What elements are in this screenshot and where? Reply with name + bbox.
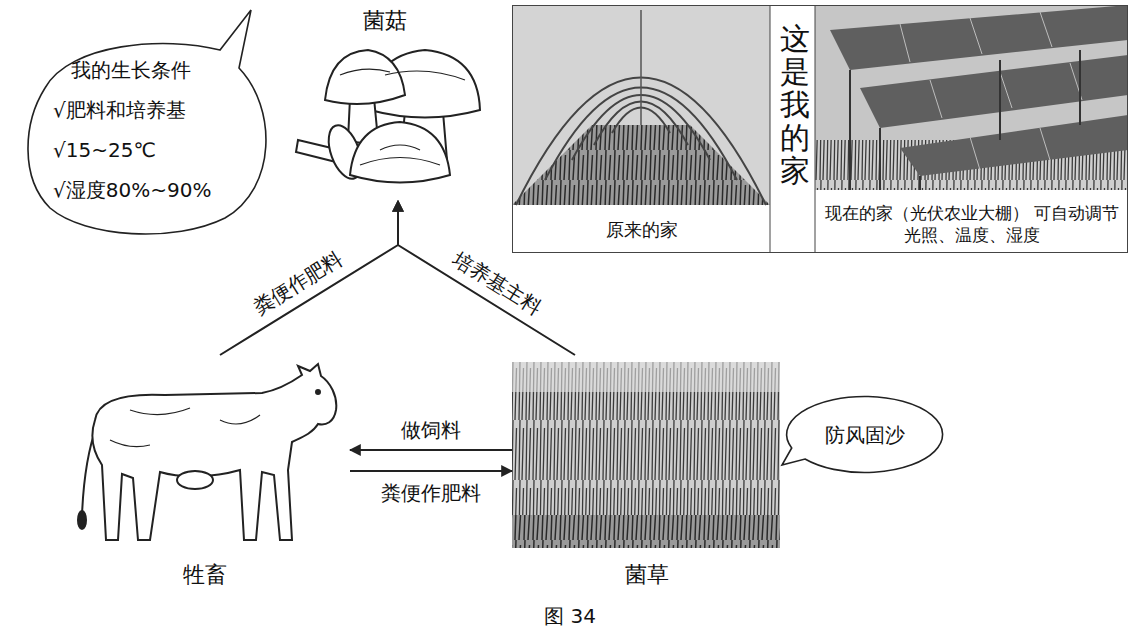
photo-new-home: 现在的家（光伏农业大棚） 可自动调节光照、温度、湿度 (816, 6, 1128, 252)
node-text: 菌草 (625, 561, 669, 589)
bubble-outline (28, 10, 266, 234)
node-text: 原来的家 (606, 218, 678, 242)
solar-greenhouse-photo (900, 12, 1082, 170)
old-greenhouse-photo (512, 5, 770, 205)
mushroom-drawing (296, 50, 480, 183)
solar-greenhouse-photo (900, 115, 1128, 176)
cow-drawing (110, 408, 260, 447)
node-text: √15~25℃ (53, 130, 156, 170)
cow-drawing (177, 471, 213, 489)
mushroom-drawing (350, 122, 450, 183)
solar-greenhouse-photo (815, 5, 1128, 190)
flow-arrow (220, 201, 398, 355)
grass-photo (512, 362, 780, 392)
bubble-outline (782, 396, 943, 472)
edge-label: 粪便作肥料 (248, 245, 349, 320)
home-panel: 这是我的家原来的家 现在的家（光伏农业大棚） 可自动调节光照、温度、湿度 (512, 5, 1128, 253)
solar-greenhouse-photo (860, 55, 1128, 128)
cow-drawing (316, 390, 320, 394)
old-greenhouse-photo (512, 125, 770, 205)
livestock-node: 牲畜 (60, 355, 350, 595)
solar-greenhouse-photo (850, 50, 1080, 190)
solar-greenhouse-photo (830, 5, 1128, 70)
cow-drawing (78, 364, 336, 540)
edge-label: 粪便作肥料 (379, 481, 483, 505)
cow-drawing (78, 511, 86, 529)
flow-arrow (350, 449, 512, 451)
photo-old-home: 原来的家 (513, 6, 771, 254)
node-text: 现在的家（光伏农业大棚） 可自动调节光照、温度、湿度 (822, 202, 1122, 246)
node-text: 防风固沙 (825, 422, 905, 448)
flow-arrow (350, 470, 512, 472)
flow-arrow (398, 201, 575, 355)
node-text: 牲畜 (183, 561, 227, 589)
solar-greenhouse-photo (815, 5, 1128, 190)
grass-photo (512, 362, 780, 548)
speech-bubble: 我的生长条件√肥料和培养基√15~25℃√湿度80%~90% (15, 28, 265, 233)
node-text: √肥料和培养基 (53, 90, 186, 130)
edge-label: 做饲料 (399, 418, 463, 442)
cow-drawing (92, 364, 336, 540)
grass-photo (512, 362, 780, 548)
figure-caption: 图 34 (542, 604, 598, 628)
old-greenhouse-photo (640, 10, 642, 125)
mushroom-drawing (325, 50, 405, 104)
mushroom-drawing (340, 69, 465, 165)
node-text: 我的生长条件 (71, 50, 191, 90)
old-greenhouse-photo (512, 5, 770, 205)
node-text: 菌菇 (363, 7, 407, 35)
mushroom-node: 菌菇 (290, 5, 480, 200)
grass-node: 菌草 (512, 355, 782, 595)
grass-photo (512, 515, 780, 548)
vertical-heading: 这是我的家 (780, 22, 810, 187)
edge-label: 培养基主料 (447, 245, 548, 320)
speech-bubble: 防风固沙 (785, 395, 945, 475)
panel-divider (770, 5, 815, 253)
node-text: √湿度80%~90% (53, 170, 211, 210)
